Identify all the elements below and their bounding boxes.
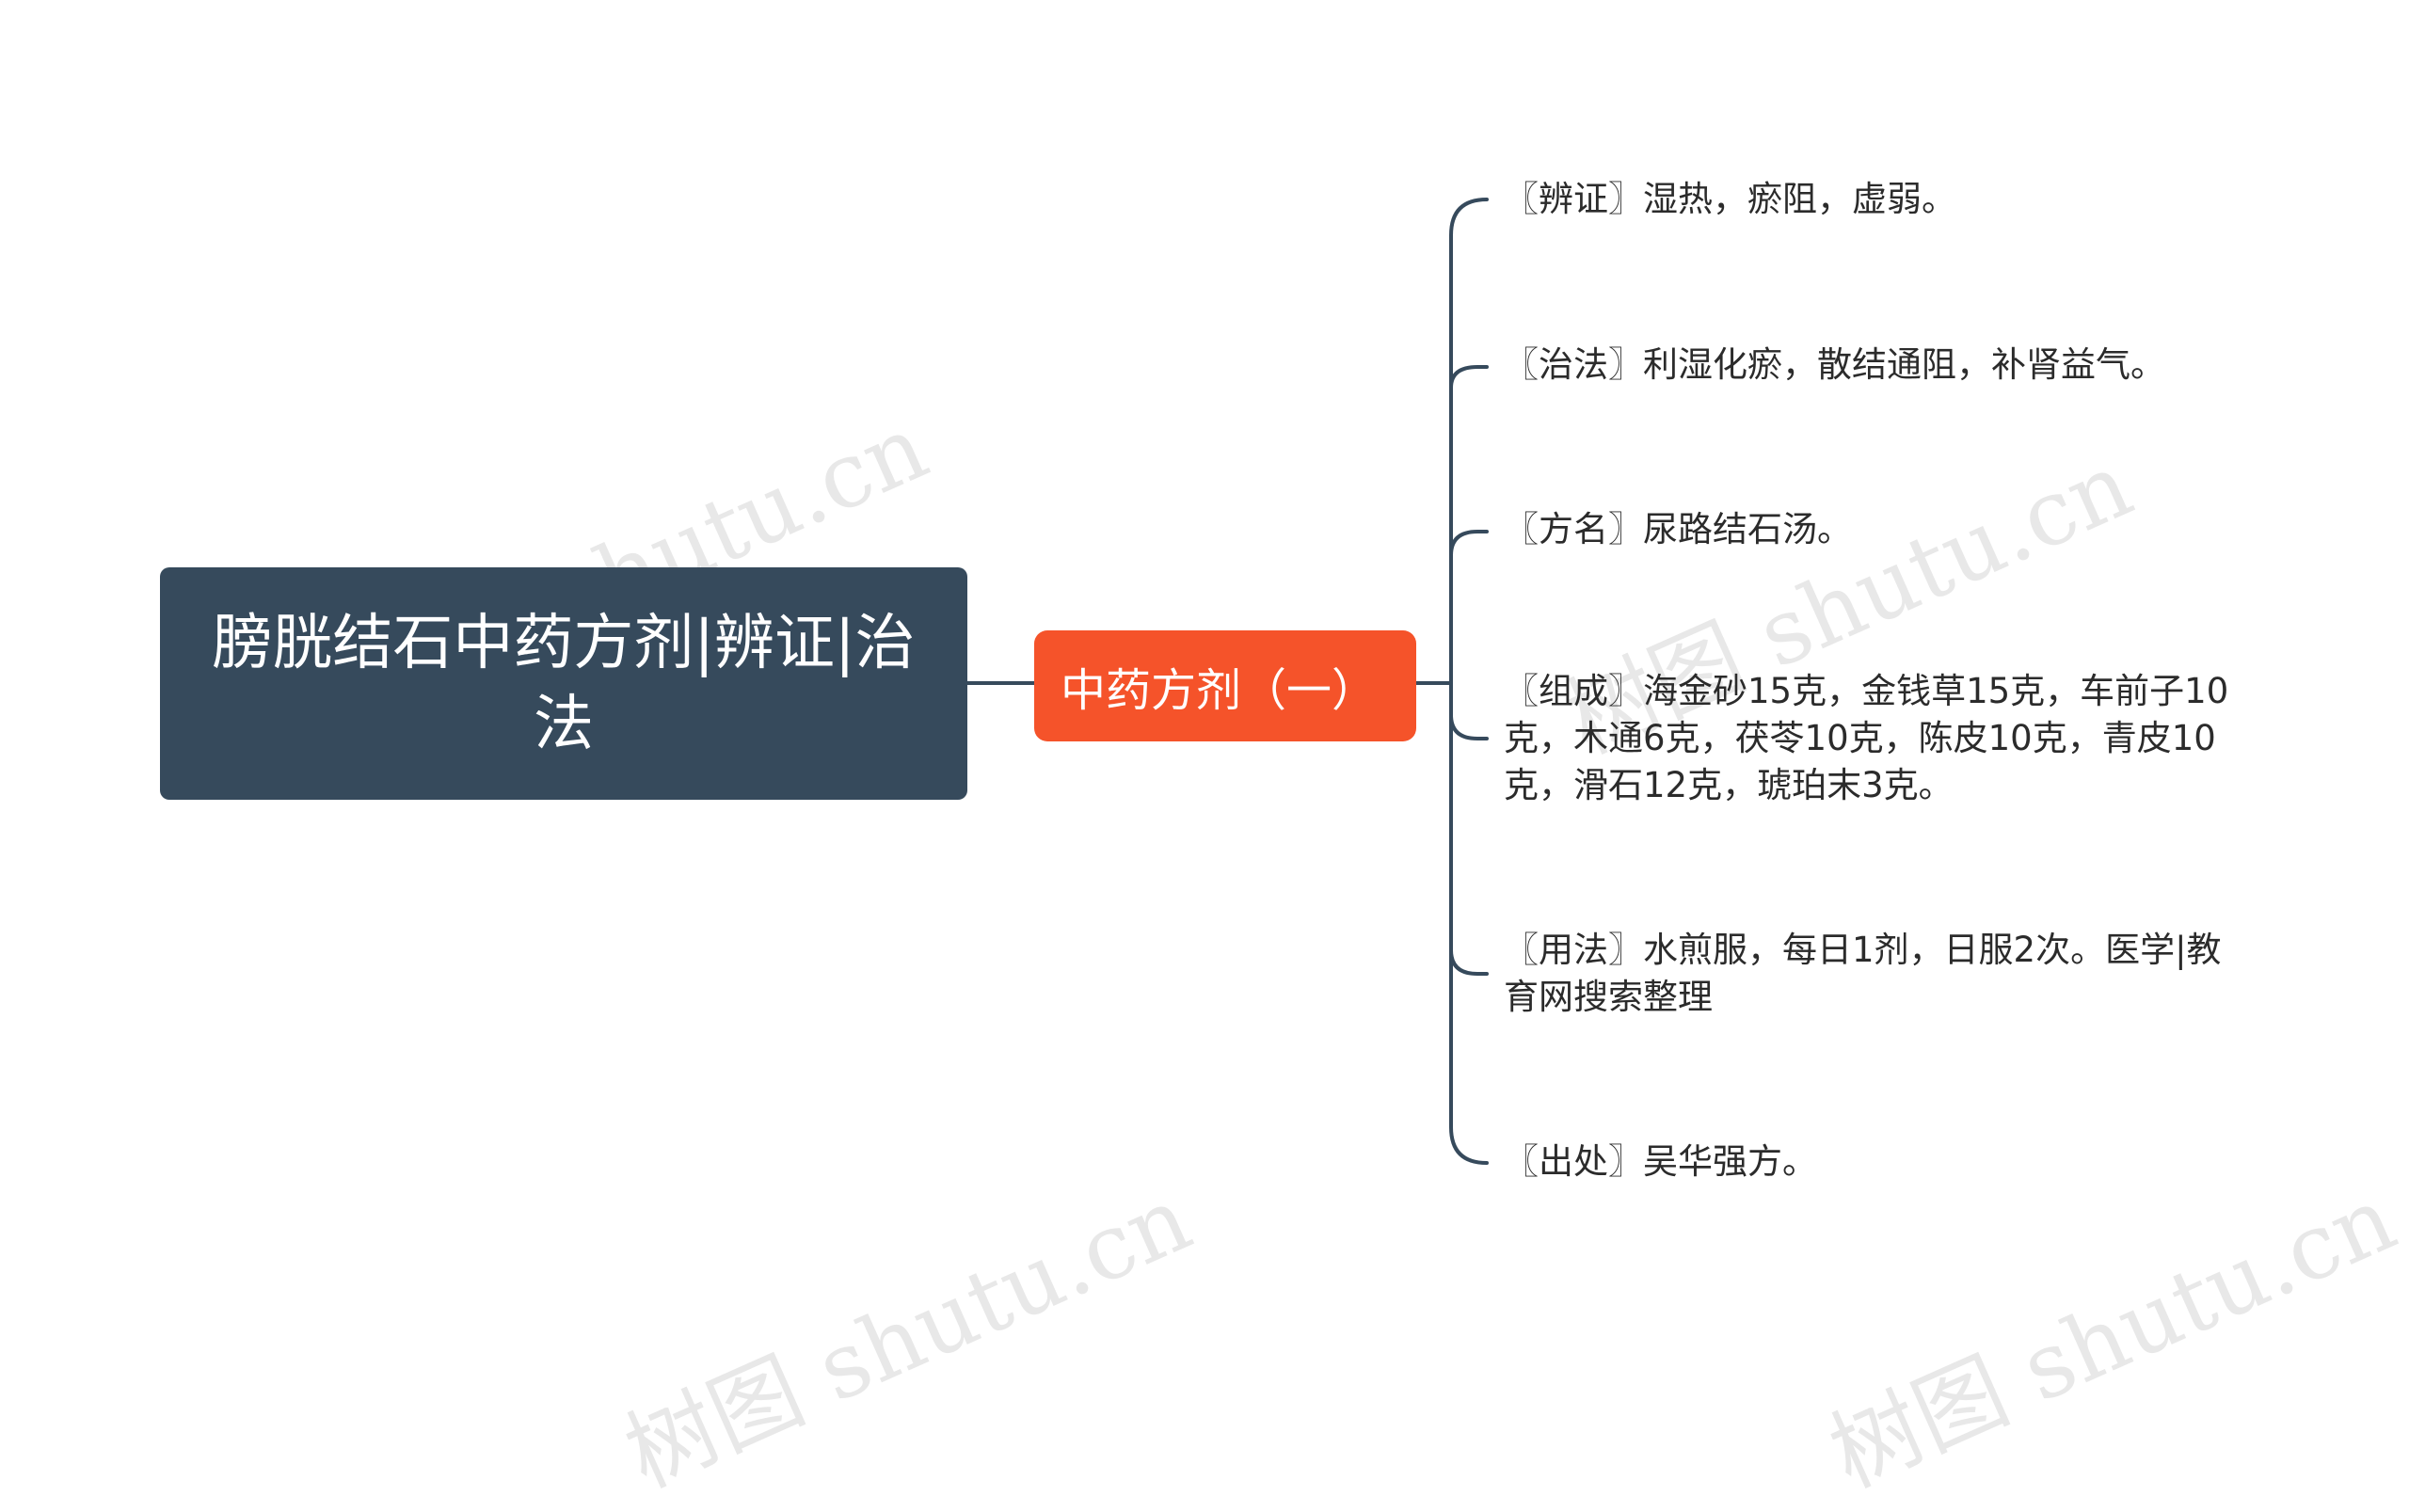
leaf-label: 〖辨证〗湿热，瘀阻，虚弱。 bbox=[1504, 179, 1956, 219]
branch-node-label: 中药方剂（一） bbox=[1061, 664, 1378, 717]
root-node[interactable]: 膀胱结石中药方剂|辨证|治法 bbox=[160, 567, 967, 800]
leaf-node-composition[interactable]: 〖组成〗海金砂15克，金钱草15克，车前子10克，木通6克，茯苓10克，陈皮10… bbox=[1504, 668, 2247, 809]
connector-layer bbox=[965, 198, 1489, 1165]
bracket-spine bbox=[1449, 198, 1489, 1165]
leaf-node-usage[interactable]: 〖用法〗水煎服，每日1剂，日服2次。医学|教育网搜索整理 bbox=[1504, 927, 2247, 1021]
leaf-label: 〖组成〗海金砂15克，金钱草15克，车前子10克，木通6克，茯苓10克，陈皮10… bbox=[1504, 671, 2229, 805]
leaf-node-source[interactable]: 〖出处〗吴华强方。 bbox=[1504, 1138, 2247, 1186]
leaf-connector-3 bbox=[1449, 530, 1489, 557]
leaf-label: 〖方名〗尿路结石汤。 bbox=[1504, 509, 1852, 549]
leaf-node-prescription-name[interactable]: 〖方名〗尿路结石汤。 bbox=[1504, 506, 2247, 553]
leaf-node-treatment[interactable]: 〖治法〗利湿化瘀，散结通阻，补肾益气。 bbox=[1504, 342, 2247, 389]
leaf-connector-2 bbox=[1449, 365, 1489, 390]
root-node-label: 膀胱结石中药方剂|辨证|治法 bbox=[212, 608, 916, 759]
leaf-node-diagnosis[interactable]: 〖辨证〗湿热，瘀阻，虚弱。 bbox=[1504, 176, 2247, 223]
leaf-label: 〖治法〗利湿化瘀，散结通阻，补肾益气。 bbox=[1504, 344, 2165, 385]
leaf-connector-5 bbox=[1449, 948, 1489, 976]
leaf-label: 〖用法〗水煎服，每日1剂，日服2次。医学|教育网搜索整理 bbox=[1504, 930, 2222, 1017]
branch-node[interactable]: 中药方剂（一） bbox=[1034, 630, 1416, 741]
leaf-label: 〖出处〗吴华强方。 bbox=[1504, 1141, 1817, 1182]
leaf-connector-4 bbox=[1449, 713, 1489, 740]
